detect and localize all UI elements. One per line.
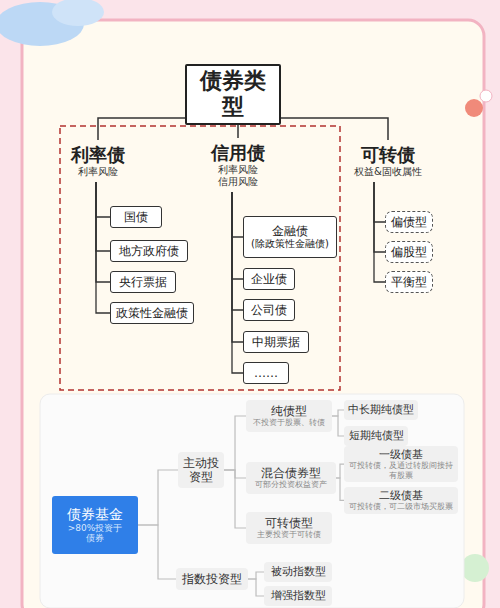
node-label: 主动投资型 <box>181 456 221 485</box>
node-label: 平衡型 <box>391 275 427 289</box>
type-box: 金融债(除政策性金融债) <box>243 216 337 258</box>
node-label: 金融债 <box>272 224 308 238</box>
node-label: 央行票据 <box>119 275 167 289</box>
type-box: 中期票据 <box>243 331 309 353</box>
fund-subtype: 中长期纯债型 <box>344 400 418 420</box>
node-label: 企业债 <box>251 272 287 286</box>
subtype-box: 偏股型 <box>385 241 433 263</box>
node-label: 利率债 <box>71 144 125 166</box>
node-note: 利率风险 <box>78 166 118 178</box>
category-label: 利率债利率风险 <box>62 140 134 182</box>
node-label: 国债 <box>124 210 148 224</box>
node-label: 可转债型 <box>265 516 313 530</box>
node-label: 混合债券型 <box>261 466 321 480</box>
node-note: 权益&固收属性 <box>354 166 422 178</box>
node-label: 政策性金融债 <box>116 306 188 320</box>
node-note: 可部分投资权益资产 <box>255 480 327 490</box>
node-note: >80%投资于债券 <box>67 523 123 545</box>
leaf-decoration <box>461 554 489 582</box>
fund-type: 被动指数型 <box>264 562 332 582</box>
tree-connector <box>332 410 344 416</box>
category-label: 可转债权益&固收属性 <box>340 140 436 182</box>
fund-type: 可转债型主要投资于可转债 <box>246 512 332 544</box>
tree-connector <box>232 192 243 373</box>
subtype-box: 平衡型 <box>385 271 433 293</box>
type-box: 公司债 <box>243 299 295 321</box>
subtype-box: 偏债型 <box>385 211 433 233</box>
tree-connector <box>96 182 110 217</box>
tree-connector <box>374 182 385 222</box>
node-note: 不投资于股票、转债 <box>253 418 325 428</box>
type-box: 政策性金融债 <box>110 302 194 324</box>
tree-connector <box>232 192 243 237</box>
tree-connector <box>138 525 176 579</box>
fund-panel <box>40 394 464 608</box>
node-label: 偏股型 <box>391 245 427 259</box>
node-label: 被动指数型 <box>271 565 326 578</box>
fund-category: 主动投资型 <box>178 452 224 488</box>
node-label: 短期纯债型 <box>349 429 404 442</box>
node-note: 利率风险 信用风险 <box>216 164 260 188</box>
tree-connector <box>96 182 110 313</box>
node-label: 公司债 <box>251 303 287 317</box>
tree-connector <box>374 182 385 282</box>
fund-subtype: 短期纯债型 <box>344 426 408 446</box>
group-bracket <box>60 126 340 390</box>
tree-connector <box>232 192 243 342</box>
tree-connector <box>248 572 264 579</box>
tree-connector <box>224 470 246 528</box>
tree-connector <box>232 192 243 310</box>
type-box: …… <box>243 362 289 384</box>
fund-type: 混合债券型可部分投资权益资产 <box>246 462 336 494</box>
tree-connector <box>332 416 344 436</box>
node-label: 债券基金 <box>67 506 123 523</box>
fund-subtype: 二级债基可投转债，可二级市场买股票 <box>344 487 458 514</box>
title-box: 债券类型 <box>185 64 281 125</box>
type-box: 央行票据 <box>110 271 176 293</box>
node-label: 信用债 <box>211 142 265 164</box>
node-note: 可投转债，及通过转股间接持有股票 <box>347 461 455 480</box>
node-label: 债券类型 <box>190 68 276 121</box>
fund-type: 增强指数型 <box>264 586 332 606</box>
node-label: 中长期纯债型 <box>348 403 414 416</box>
dot-decoration <box>465 99 483 117</box>
tree-connector <box>96 182 110 282</box>
tree-connector <box>336 478 344 500</box>
fund-box: 债券基金>80%投资于债券 <box>52 496 138 554</box>
tree-connector <box>224 416 246 470</box>
category-label: 信用债利率风险 信用风险 <box>200 138 276 192</box>
fund-subtype: 一级债基可投转债，及通过转股间接持有股票 <box>344 446 458 482</box>
node-note: 主要投资于可转债 <box>257 530 321 540</box>
tree-connector <box>336 464 344 478</box>
node-label: 二级债基 <box>379 489 423 502</box>
node-note: (除政策性金融债) <box>251 238 329 250</box>
type-box: 企业债 <box>243 268 295 290</box>
tree-connector <box>248 579 264 596</box>
fund-type: 纯债型不投资于股票、转债 <box>246 400 332 432</box>
dot-decoration <box>480 90 492 102</box>
cloud-blob <box>52 0 104 26</box>
node-note: 可投转债，可二级市场买股票 <box>349 502 453 512</box>
node-label: 增强指数型 <box>271 589 326 602</box>
type-box: 国债 <box>110 206 162 228</box>
tree-connector <box>232 192 243 279</box>
node-label: 一级债基 <box>379 448 423 461</box>
paper-panel <box>22 20 484 608</box>
node-label: 偏债型 <box>391 215 427 229</box>
node-label: 可转债 <box>361 144 415 166</box>
tree-connector <box>138 470 178 525</box>
tree-connector <box>374 182 385 252</box>
node-label: 纯债型 <box>271 404 307 418</box>
node-label: …… <box>254 366 278 380</box>
tree-connector <box>96 182 110 251</box>
type-box: 地方政府债 <box>110 240 188 262</box>
node-label: 地方政府债 <box>119 244 179 258</box>
node-label: 中期票据 <box>252 335 300 349</box>
node-label: 指数投资型 <box>182 572 242 586</box>
fund-category: 指数投资型 <box>176 568 248 590</box>
